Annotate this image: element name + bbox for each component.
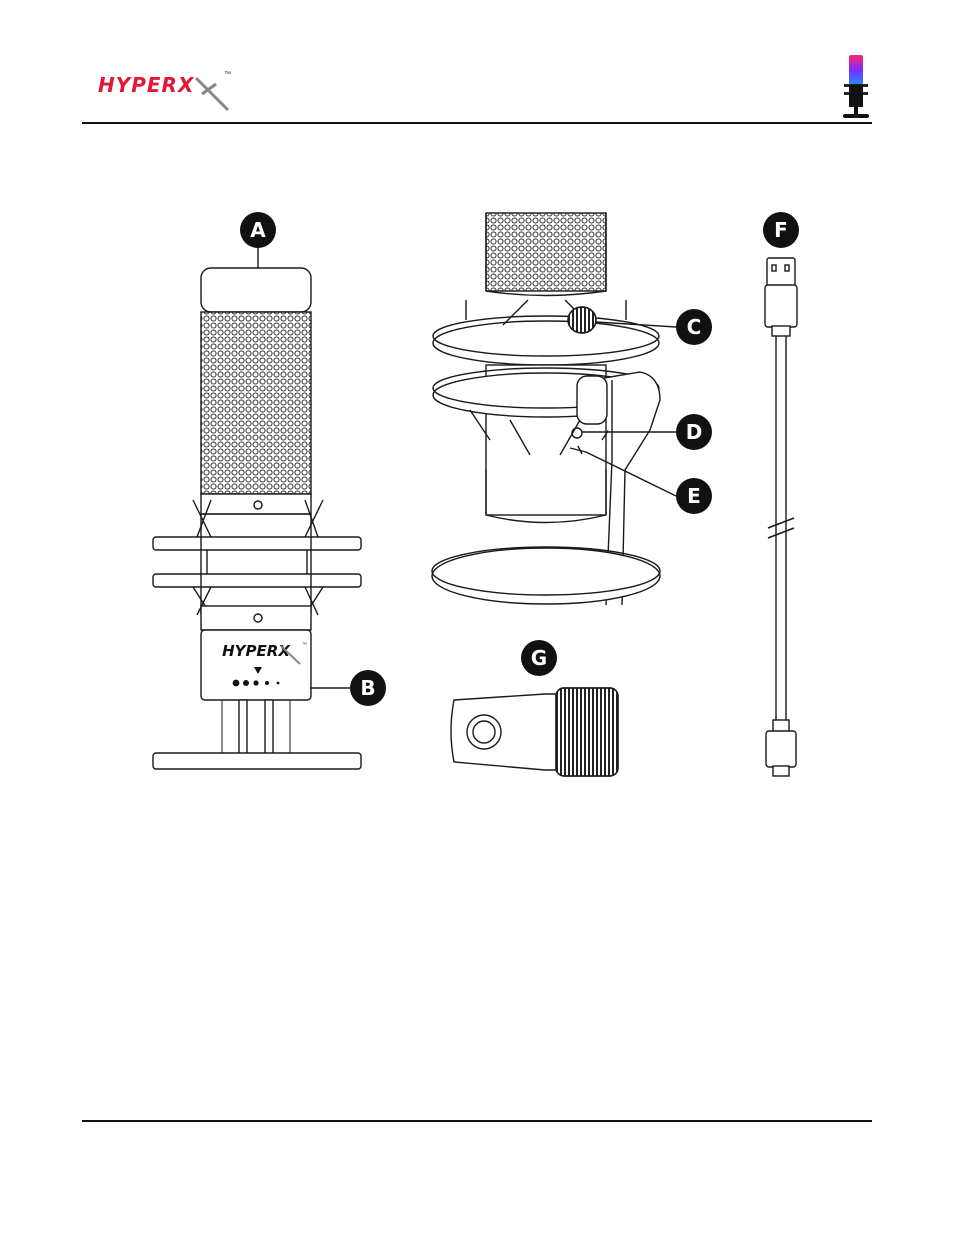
mic-grille xyxy=(201,312,311,494)
gain-control-knob xyxy=(568,307,596,333)
svg-text:G: G xyxy=(531,646,547,670)
usb-cable xyxy=(765,258,797,776)
adapter-knurled-knob xyxy=(556,688,618,776)
hyperx-x-swoosh xyxy=(196,78,228,110)
mic-stand-base xyxy=(153,753,361,769)
mount-thumbscrew xyxy=(577,376,607,424)
svg-text:™: ™ xyxy=(302,642,307,648)
callout-g: G xyxy=(521,640,557,676)
front-microphone: HYPERX ™ xyxy=(153,268,361,769)
callout-b: B xyxy=(350,670,386,706)
product-diagram: HYPERX ™ xyxy=(140,205,840,790)
callout-f: F xyxy=(763,212,799,248)
callout-c: C xyxy=(676,309,712,345)
svg-text:A: A xyxy=(250,218,266,242)
side-microphone xyxy=(432,213,660,605)
shock-mount-ring-top xyxy=(153,537,361,550)
usb-a-connector xyxy=(767,258,795,286)
cable-break-mark xyxy=(768,518,794,538)
hyperx-tm: ™ xyxy=(224,71,231,78)
side-shock-ring-top xyxy=(433,321,659,365)
svg-text:E: E xyxy=(687,484,701,508)
mic-top-cap xyxy=(201,268,311,312)
mount-adapter xyxy=(451,688,618,776)
callout-e: E xyxy=(676,478,712,514)
mic-body-logo: HYPERX xyxy=(222,642,291,660)
hyperx-logo: HYPERX ™ xyxy=(96,64,236,112)
header-rule xyxy=(82,122,872,124)
svg-text:B: B xyxy=(360,676,375,700)
hyperx-wordmark: HYPERX xyxy=(98,73,195,97)
mic-body xyxy=(201,630,311,700)
svg-text:D: D xyxy=(686,420,703,444)
footer-rule xyxy=(82,1120,872,1122)
side-mic-grille xyxy=(486,213,606,291)
shock-mount-ring-bottom xyxy=(153,574,361,587)
callout-d: D xyxy=(676,414,712,450)
usb-c-connector xyxy=(766,731,796,767)
callout-a: A xyxy=(240,212,276,248)
svg-text:C: C xyxy=(687,315,702,339)
svg-text:F: F xyxy=(774,218,788,242)
product-thumbnail-icon xyxy=(838,54,874,120)
